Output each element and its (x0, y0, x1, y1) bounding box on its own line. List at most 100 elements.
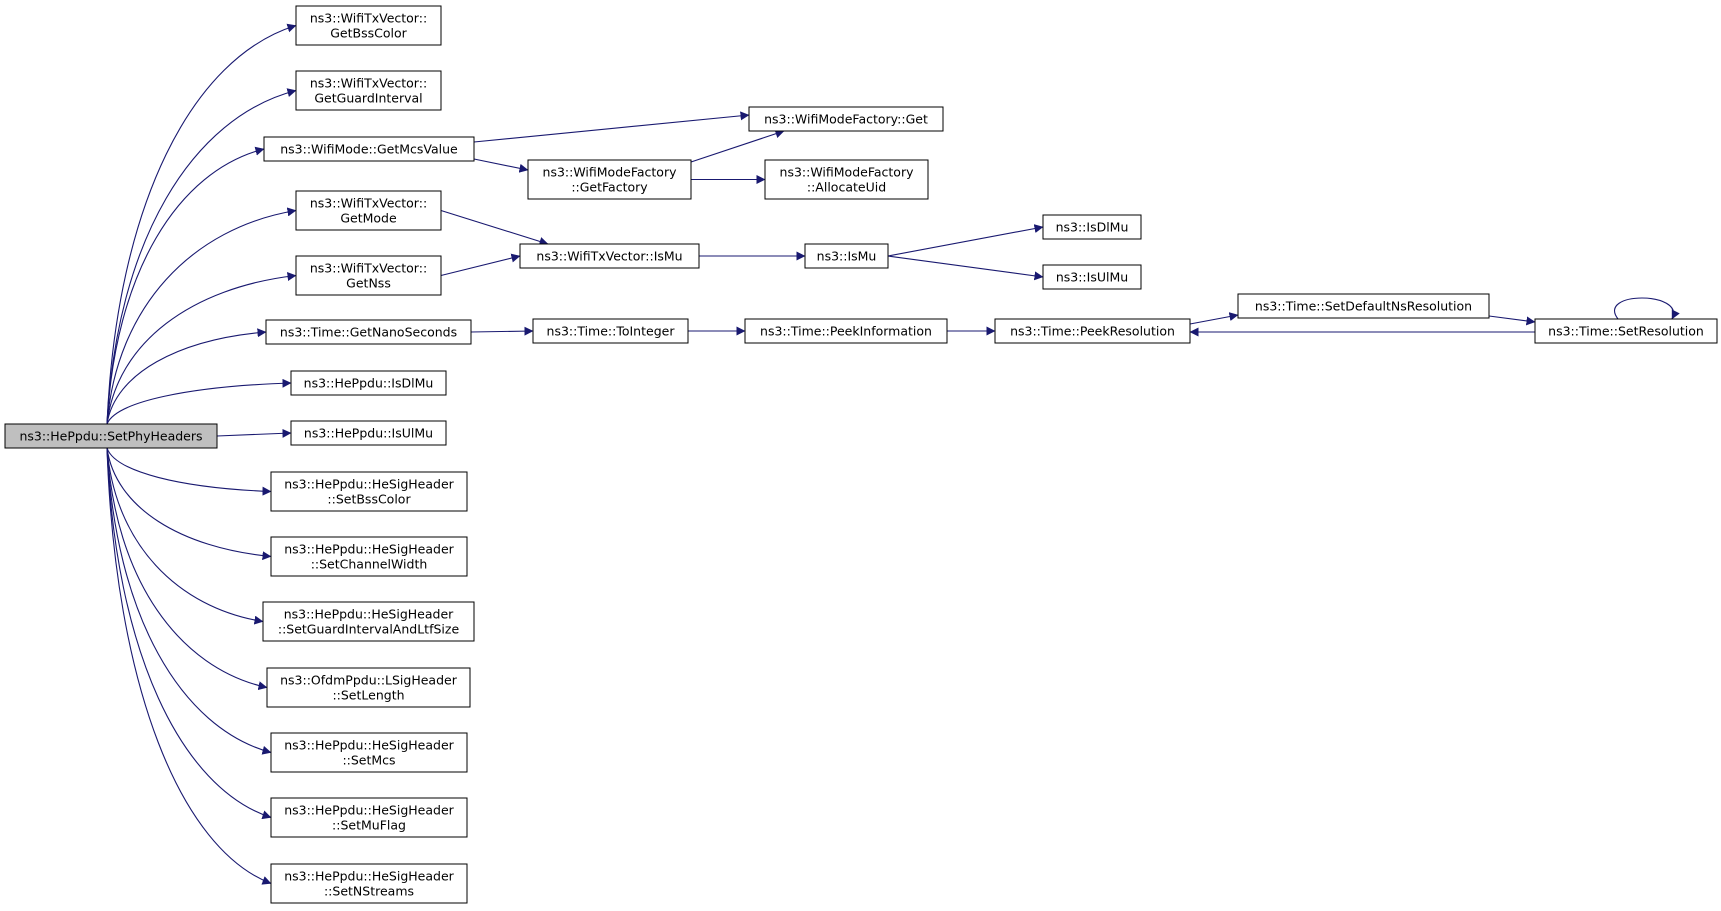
node-box[interactable] (295, 70, 442, 111)
node-label: ns3::WifiMode::GetMcsValue (280, 142, 458, 157)
node-box[interactable] (1534, 318, 1718, 344)
node-peekResolution[interactable]: ns3::Time::PeekResolution (994, 318, 1191, 344)
node-label: ::SetChannelWidth (311, 557, 428, 572)
node-label: ns3::HePpdu::IsUlMu (304, 426, 433, 441)
node-getBssColor[interactable]: ns3::WifiTxVector::GetBssColor (295, 5, 442, 46)
node-box[interactable] (764, 159, 929, 200)
edge-setDefaultNs-setResolution (1488, 315, 1536, 326)
node-box[interactable] (527, 159, 692, 200)
node-label: ::GetFactory (571, 180, 648, 195)
node-box[interactable] (262, 601, 475, 642)
node-getMode[interactable]: ns3::WifiTxVector::GetMode (295, 190, 442, 231)
node-label: ns3::WifiModeFactory::Get (764, 112, 928, 127)
edge-root-heIsUlMu (216, 428, 292, 438)
node-box[interactable] (804, 243, 889, 269)
edge-isMu-isUlMu (887, 255, 1044, 281)
node-label: ::SetLength (332, 688, 404, 703)
node-label: ns3::HePpdu::HeSigHeader (284, 607, 454, 622)
node-heIsUlMu[interactable]: ns3::HePpdu::IsUlMu (290, 420, 447, 446)
node-root[interactable]: ns3::HePpdu::SetPhyHeaders (4, 423, 218, 449)
edge-root-setMuFlag (106, 447, 272, 820)
node-setGuardInterval[interactable]: ns3::HePpdu::HeSigHeader::SetGuardInterv… (262, 601, 475, 642)
edge-root-heIsDlMu (106, 378, 292, 425)
node-box[interactable] (270, 863, 468, 904)
node-label: GetGuardInterval (314, 91, 422, 106)
node-label: ns3::Time::PeekInformation (760, 324, 932, 339)
node-box[interactable] (1042, 214, 1142, 240)
node-setMuFlag[interactable]: ns3::HePpdu::HeSigHeader::SetMuFlag (270, 797, 468, 838)
node-box[interactable] (290, 420, 447, 446)
node-box[interactable] (295, 255, 442, 296)
node-heIsDlMu[interactable]: ns3::HePpdu::IsDlMu (290, 370, 447, 396)
node-box[interactable] (265, 319, 472, 345)
node-box[interactable] (270, 536, 468, 577)
node-isMu[interactable]: ns3::IsMu (804, 243, 889, 269)
node-label: GetMode (340, 211, 397, 226)
node-setNStreams[interactable]: ns3::HePpdu::HeSigHeader::SetNStreams (270, 863, 468, 904)
node-label: ns3::Time::ToInteger (547, 324, 676, 339)
node-setDefaultNs[interactable]: ns3::Time::SetDefaultNsResolution (1237, 293, 1490, 319)
node-peekInformation[interactable]: ns3::Time::PeekInformation (744, 318, 948, 344)
node-box[interactable] (270, 471, 468, 512)
node-isDlMu[interactable]: ns3::IsDlMu (1042, 214, 1142, 240)
node-getGuardInterval[interactable]: ns3::WifiTxVector::GetGuardInterval (295, 70, 442, 111)
node-box[interactable] (519, 243, 700, 269)
node-txIsMu[interactable]: ns3::WifiTxVector::IsMu (519, 243, 700, 269)
node-box[interactable] (290, 370, 447, 396)
node-label: ns3::IsDlMu (1056, 220, 1129, 235)
node-label: ns3::WifiTxVector::IsMu (536, 249, 682, 264)
node-box[interactable] (266, 667, 471, 708)
node-label: ::AllocateUid (807, 180, 886, 195)
node-box[interactable] (295, 190, 442, 231)
edge-root-getMode (106, 207, 297, 425)
node-setResolution[interactable]: ns3::Time::SetResolution (1534, 318, 1718, 344)
node-label: ns3::HePpdu::SetPhyHeaders (19, 429, 202, 444)
edge-root-setChannelWidth (106, 447, 272, 561)
node-getNss[interactable]: ns3::WifiTxVector::GetNss (295, 255, 442, 296)
node-setChannelWidth[interactable]: ns3::HePpdu::HeSigHeader::SetChannelWidt… (270, 536, 468, 577)
node-setLength[interactable]: ns3::OfdmPpdu::LSigHeader::SetLength (266, 667, 471, 708)
node-getFactory[interactable]: ns3::WifiModeFactory::GetFactory (527, 159, 692, 200)
node-label: ns3::WifiTxVector:: (310, 76, 427, 91)
node-box[interactable] (270, 732, 468, 773)
node-box[interactable] (744, 318, 948, 344)
node-box[interactable] (1237, 293, 1490, 319)
node-label: ns3::IsUlMu (1056, 270, 1128, 285)
node-box[interactable] (1042, 264, 1142, 290)
edge-root-setGuardInterval (106, 447, 264, 625)
node-label: ns3::Time::PeekResolution (1010, 324, 1175, 339)
edge-isMu-isDlMu (887, 224, 1044, 257)
node-setMcs[interactable]: ns3::HePpdu::HeSigHeader::SetMcs (270, 732, 468, 773)
node-setBssColor[interactable]: ns3::HePpdu::HeSigHeader::SetBssColor (270, 471, 468, 512)
nodes-layer: ns3::HePpdu::SetPhyHeaders ns3::WifiTxVec… (4, 5, 1718, 904)
node-box[interactable] (532, 318, 689, 344)
node-label: ns3::WifiTxVector:: (310, 196, 427, 211)
node-factoryGet[interactable]: ns3::WifiModeFactory::Get (748, 106, 944, 132)
node-isUlMu[interactable]: ns3::IsUlMu (1042, 264, 1142, 290)
node-box[interactable] (295, 5, 442, 46)
node-box[interactable] (270, 797, 468, 838)
node-getNanoSeconds[interactable]: ns3::Time::GetNanoSeconds (265, 319, 472, 345)
node-label: ns3::Time::SetDefaultNsResolution (1255, 299, 1472, 314)
edge-root-getNss (106, 272, 297, 425)
node-allocateUid[interactable]: ns3::WifiModeFactory::AllocateUid (764, 159, 929, 200)
node-label: ns3::IsMu (817, 249, 877, 264)
node-box[interactable] (994, 318, 1191, 344)
node-label: ns3::WifiTxVector:: (310, 11, 427, 26)
edge-root-setLength (106, 447, 268, 691)
node-getMcsValue[interactable]: ns3::WifiMode::GetMcsValue (263, 136, 475, 162)
node-label: ::SetMuFlag (332, 818, 406, 833)
edges-layer (106, 23, 1680, 885)
node-box[interactable] (4, 423, 218, 449)
node-label: ns3::HePpdu::HeSigHeader (284, 477, 454, 492)
node-box[interactable] (263, 136, 475, 162)
node-label: ns3::Time::SetResolution (1548, 324, 1704, 339)
node-label: ::SetBssColor (327, 492, 411, 507)
edge-peekResolution-setDefaultNs (1189, 312, 1239, 325)
edge-root-getNanoSeconds (106, 328, 267, 425)
node-box[interactable] (748, 106, 944, 132)
edge-getMode-txIsMu (440, 209, 549, 246)
node-label: ns3::Time::GetNanoSeconds (280, 325, 457, 340)
node-toInteger[interactable]: ns3::Time::ToInteger (532, 318, 689, 344)
